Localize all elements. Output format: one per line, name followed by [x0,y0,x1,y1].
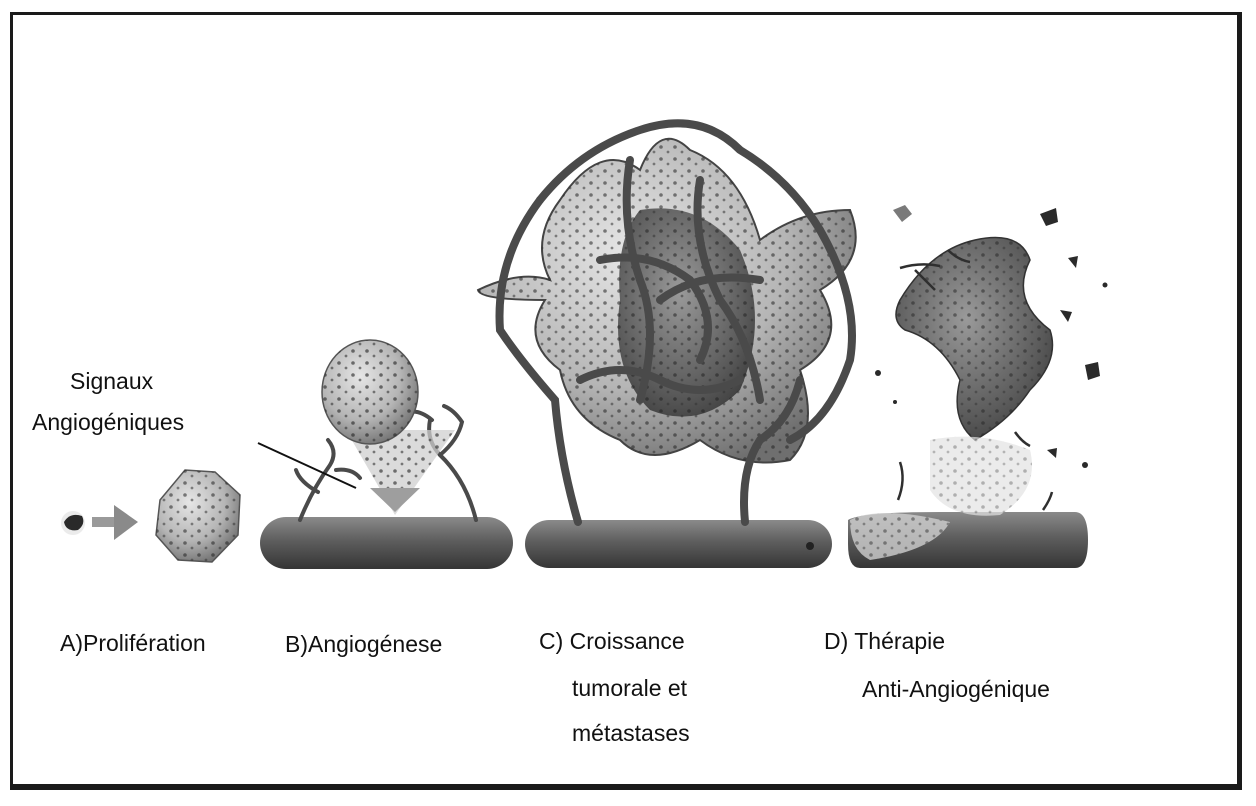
stage-d-label-line1: D) Thérapie [824,630,945,653]
stage-b-label: B)Angiogénese [285,633,442,656]
blood-vessel-b [260,517,513,569]
signals-label-line2: Angiogéniques [32,411,184,434]
stage-d-art [848,205,1108,568]
proliferation-arrow-icon [92,505,138,540]
small-tumor-icon [156,470,240,562]
large-tumor-icon [478,139,856,463]
blood-vessel-c [525,520,832,568]
tumor-b-icon [322,340,418,444]
stage-c-label-line2: tumorale et [572,677,687,700]
stage-a-art [61,470,240,562]
stage-c-label-line1: C) Croissance [539,630,685,653]
stage-c-art [478,123,856,568]
stage-a-label: A)Prolifération [60,632,206,655]
stage-b-art [258,340,513,569]
signals-label-line1: Signaux [70,370,153,393]
stage-c-label-line3: métastases [572,722,690,745]
single-cell-icon [61,511,85,535]
pointer-line [258,443,356,488]
stage-d-label-line2: Anti-Angiogénique [862,678,1050,701]
fragmented-tumor-icon [896,238,1053,441]
